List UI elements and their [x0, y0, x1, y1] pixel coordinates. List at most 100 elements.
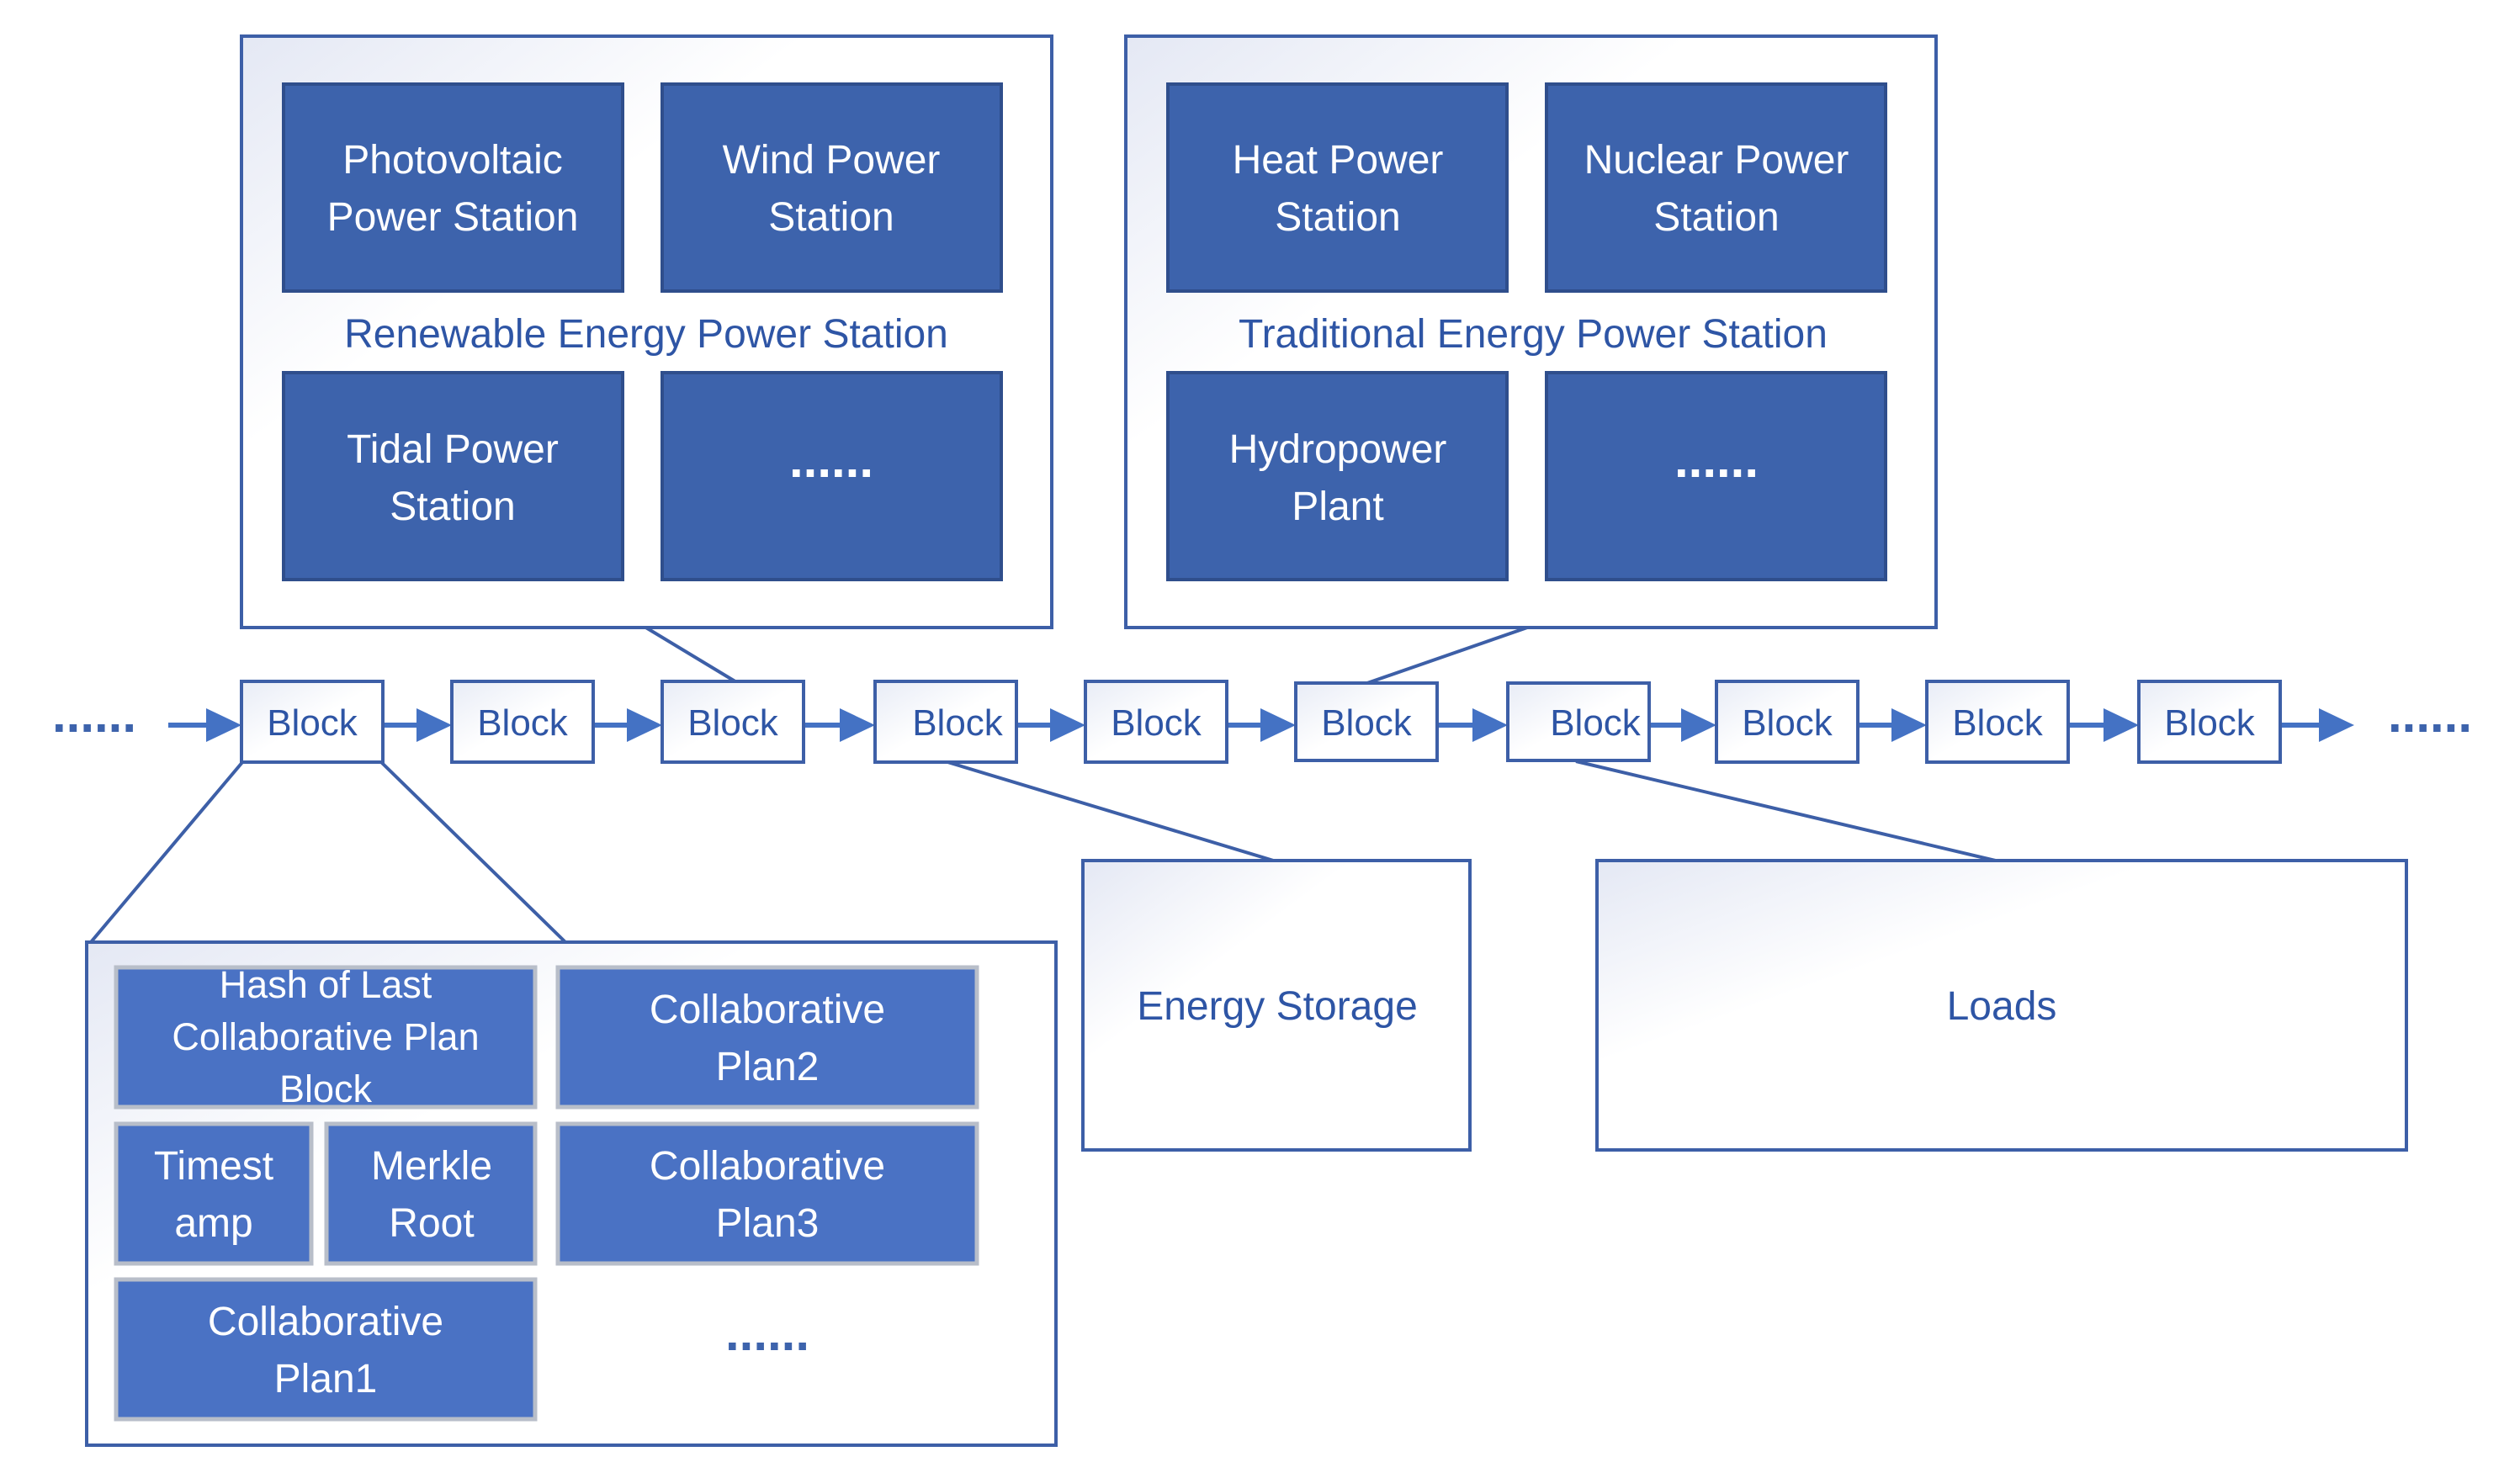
block-8-label: Block: [1742, 702, 1833, 744]
block-10-label: Block: [2164, 702, 2256, 744]
merkle-label-line1: Merkle: [371, 1144, 492, 1189]
block-1: Block: [240, 680, 385, 764]
photovoltaic-label-line2: Power Station: [327, 195, 579, 240]
timestamp-label-line1: Timest: [154, 1144, 273, 1189]
hydropower-label-line2: Plant: [1292, 485, 1383, 529]
block-detail-panel: Hash of Last Collaborative Plan Block Co…: [85, 940, 1058, 1447]
block-to-detail-left-connector: [89, 760, 245, 944]
block-2: Block: [450, 680, 595, 764]
energy-storage-label: Energy Storage: [1137, 984, 1418, 1029]
block-4-box: [873, 680, 1018, 764]
timestamp-field: Timest amp: [114, 1121, 314, 1266]
block-8: Block: [1715, 680, 1859, 764]
block-9-label: Block: [1952, 702, 2044, 744]
plan1-field: Collaborative Plan1: [114, 1277, 538, 1422]
block-to-energy-storage-connector: [944, 760, 1280, 864]
block-10: Block: [2137, 680, 2282, 764]
block-2-box: [450, 680, 595, 764]
block-3-box: [661, 680, 805, 764]
block-3: Block: [661, 680, 805, 764]
heat-label-line2: Station: [1275, 195, 1400, 240]
hash-label-line3: Block: [279, 1067, 373, 1110]
chain-arrow-3-arrowhead: [840, 708, 875, 742]
tidal-label-line2: Station: [390, 485, 515, 529]
chain-arrow-lead-arrowhead: [206, 708, 241, 742]
plan3-label-line1: Collaborative: [650, 1144, 885, 1189]
chain-arrow-5-arrowhead: [1260, 708, 1296, 742]
chain-arrow-9-arrowhead: [2104, 708, 2139, 742]
tidal-label-line1: Tidal Power: [347, 427, 559, 472]
block-7-box: [1506, 681, 1651, 762]
chain-arrow-4-arrowhead: [1050, 708, 1085, 742]
block-7-label: Block: [1550, 702, 1642, 744]
hydropower-station: Hydropower Plant: [1166, 371, 1509, 581]
block-7: Block: [1506, 681, 1651, 762]
chain-arrow-1-arrowhead: [416, 708, 452, 742]
chain-arrow-8-arrowhead: [1891, 708, 1927, 742]
block-detail-more-dots: ......: [725, 1305, 809, 1361]
wind-label-line2: Station: [768, 195, 894, 240]
loads-box: Loads: [1595, 859, 2408, 1152]
photovoltaic-station: Photovoltaic Power Station: [282, 82, 624, 293]
chain-arrow-2-arrowhead: [627, 708, 662, 742]
chain-arrow-6-arrowhead: [1472, 708, 1508, 742]
plan3-label-line2: Plan3: [716, 1201, 820, 1246]
plan1-label-line1: Collaborative: [208, 1300, 443, 1344]
connector-lines: [89, 625, 2003, 944]
timestamp-label-line2: amp: [174, 1201, 252, 1246]
block-5-box: [1084, 680, 1228, 764]
chain-arrow-7-arrowhead: [1681, 708, 1716, 742]
block-to-detail-right-connector: [379, 760, 567, 944]
chain-arrow-tail-arrowhead: [2319, 708, 2354, 742]
heat-label-line1: Heat Power: [1233, 138, 1444, 183]
block-4: Block: [873, 680, 1018, 764]
renewable-more-station: ......: [661, 371, 1003, 581]
chain-lead-dots: ......: [52, 686, 136, 743]
traditional-more-station: ......: [1545, 371, 1887, 581]
block-to-loads-connector: [1575, 760, 2003, 864]
block-10-box: [2137, 680, 2282, 764]
plan2-field: Collaborative Plan2: [555, 965, 979, 1110]
plan2-label-line1: Collaborative: [650, 988, 885, 1032]
hash-field: Hash of Last Collaborative Plan Block: [114, 963, 538, 1110]
wind-station: Wind Power Station: [661, 82, 1003, 293]
traditional-energy-label: Traditional Energy Power Station: [1239, 312, 1828, 357]
traditional-more-dots: ......: [1674, 432, 1759, 488]
block-5: Block: [1084, 680, 1228, 764]
nuclear-label-line2: Station: [1653, 195, 1779, 240]
block-3-label: Block: [687, 702, 779, 744]
block-6-label: Block: [1321, 702, 1413, 744]
block-4-label: Block: [912, 702, 1004, 744]
tidal-station: Tidal Power Station: [282, 371, 624, 581]
chain-tail-dots: ......: [2388, 686, 2472, 743]
plan1-label-line2: Plan1: [274, 1357, 378, 1401]
loads-label: Loads: [1947, 984, 2057, 1029]
plan3-field: Collaborative Plan3: [555, 1121, 979, 1266]
renewable-more-dots: ......: [789, 432, 873, 488]
block-9: Block: [1925, 680, 2070, 764]
block-6: Block: [1294, 681, 1439, 762]
traditional-to-block-connector: [1366, 625, 1531, 685]
block-5-label: Block: [1111, 702, 1202, 744]
wind-label-line1: Wind Power: [723, 138, 941, 183]
nuclear-label-line1: Nuclear Power: [1584, 138, 1849, 183]
merkle-root-field: Merkle Root: [324, 1121, 538, 1266]
hash-label-line2: Collaborative Plan: [172, 1015, 479, 1058]
hydropower-label-line1: Hydropower: [1229, 427, 1447, 472]
renewable-energy-label: Renewable Energy Power Station: [344, 312, 948, 357]
heat-station: Heat Power Station: [1166, 82, 1509, 293]
chain-blocks: Block Block Block Block Block Block Block Block…: [240, 680, 2282, 764]
renewable-to-block-connector: [643, 625, 740, 685]
energy-storage-box: Energy Storage: [1081, 859, 1472, 1152]
block-6-box: [1294, 681, 1439, 762]
traditional-energy-group: Heat Power Station Nuclear Power Station…: [1124, 34, 1938, 629]
block-8-box: [1715, 680, 1859, 764]
merkle-label-line2: Root: [389, 1201, 474, 1246]
renewable-energy-group: Photovoltaic Power Station Wind Power St…: [240, 34, 1053, 629]
nuclear-station: Nuclear Power Station: [1545, 82, 1887, 293]
plan2-label-line2: Plan2: [716, 1045, 820, 1089]
block-2-label: Block: [477, 702, 569, 744]
block-1-label: Block: [267, 702, 358, 744]
